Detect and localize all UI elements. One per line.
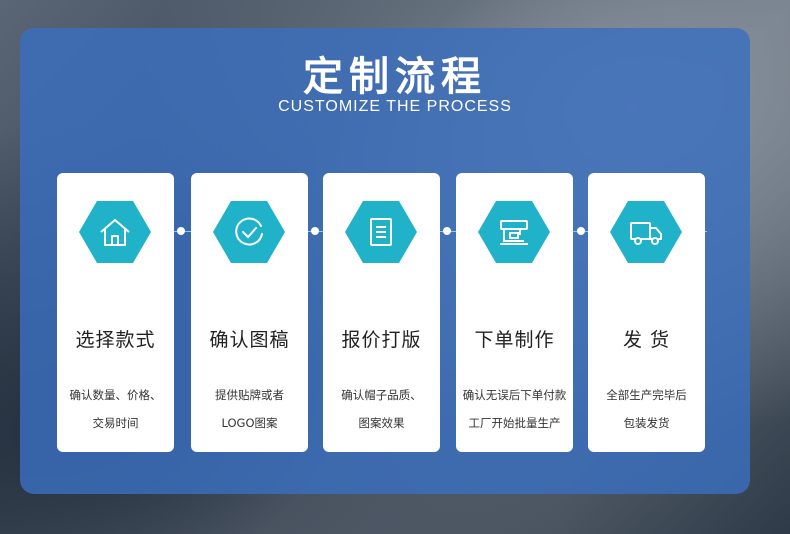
- step-description: 提供贴牌或者 LOGO图案: [215, 388, 284, 430]
- step-title: 选择款式: [75, 329, 156, 351]
- step-description: 确认帽子品质、 图案效果: [341, 388, 422, 430]
- step-description: 确认数量、价格、 交易时间: [69, 388, 162, 430]
- house-icon: [79, 201, 151, 263]
- sewing-machine-icon: [478, 201, 550, 263]
- page-subtitle: CUSTOMIZE THE PROCESS: [278, 98, 512, 115]
- step-title: 下单制作: [474, 329, 555, 351]
- connector-dot: [443, 227, 451, 235]
- step-card-5: 发 货 全部生产完毕后 包装发货: [588, 173, 705, 452]
- step-title: 发 货: [622, 329, 671, 351]
- page-title: 定制流程: [303, 54, 487, 100]
- step-title: 确认图稿: [209, 329, 290, 351]
- step-card-3: 报价打版 确认帽子品质、 图案效果: [323, 173, 440, 452]
- connector-dot: [311, 227, 319, 235]
- step-title: 报价打版: [341, 329, 422, 351]
- step-card-1: 选择款式 确认数量、价格、 交易时间: [57, 173, 174, 452]
- step-card-2: 确认图稿 提供贴牌或者 LOGO图案: [191, 173, 308, 452]
- step-card-4: 下单制作 确认无误后下单付款 工厂开始批量生产: [456, 173, 573, 452]
- truck-icon: [610, 201, 682, 263]
- step-description: 确认无误后下单付款 工厂开始批量生产: [462, 388, 567, 430]
- step-description: 全部生产完毕后 包装发货: [606, 388, 687, 430]
- check-circle-icon: [213, 201, 285, 263]
- connector-dot: [177, 227, 185, 235]
- document-icon: [345, 201, 417, 263]
- connector-dot: [577, 227, 585, 235]
